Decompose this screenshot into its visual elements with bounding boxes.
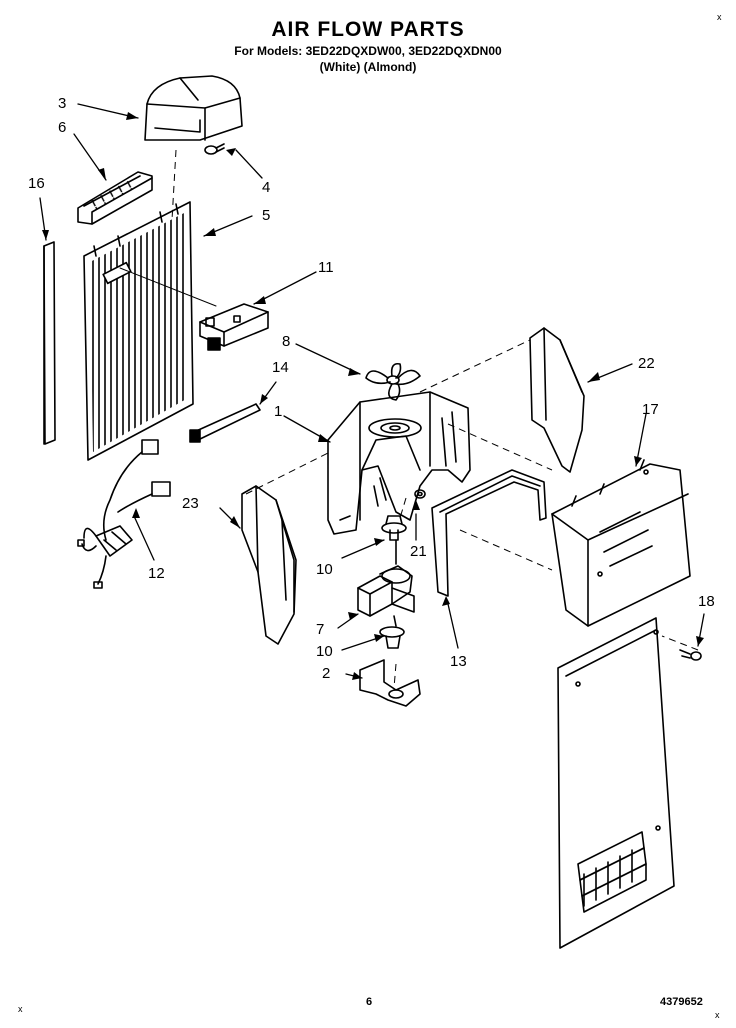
document-number: 4379652: [660, 996, 703, 1008]
part-16-gasket-strip: [43, 241, 56, 445]
part-23-side-duct: [241, 485, 297, 645]
part-6-grille: [77, 171, 153, 225]
part-17-air-channel: [551, 459, 691, 627]
part-10-motor-mount-lower: [379, 626, 405, 649]
callout-6: 6: [58, 119, 66, 136]
part-7-fan-motor: [357, 539, 415, 627]
callout-10-upper: 10: [316, 561, 333, 578]
callout-12: 12: [148, 565, 165, 582]
alignment-lines: [171, 149, 699, 689]
callout-11: 11: [318, 259, 334, 276]
callout-22: 22: [638, 355, 655, 372]
corner-mark-bottom-left: x: [18, 1004, 23, 1014]
callout-labels: 3 6 4 16 5 11 8 14 1 23 12 10 21 13 7 10…: [28, 95, 715, 682]
arrowheads: [42, 112, 704, 680]
models-line: For Models: 3ED22DQXDW00, 3ED22DQXDN00: [234, 44, 502, 58]
page-number: 6: [366, 996, 373, 1008]
callout-5: 5: [262, 207, 270, 224]
callout-7: 7: [316, 621, 324, 638]
part-8-fan-blade: [365, 362, 421, 401]
callout-21: 21: [410, 543, 427, 560]
callout-8: 8: [282, 333, 290, 350]
callout-16: 16: [28, 175, 45, 192]
part-12-wire-harness: [77, 439, 171, 589]
callout-18: 18: [698, 593, 715, 610]
part-1-fan-housing: [327, 391, 471, 535]
callout-4: 4: [262, 179, 270, 196]
callout-1: 1: [274, 403, 282, 420]
callout-14: 14: [272, 359, 289, 376]
callout-10-lower: 10: [316, 643, 333, 660]
part-3-upper-duct: [144, 75, 243, 141]
callout-2: 2: [322, 665, 330, 682]
part-10-motor-mount-upper: [381, 515, 407, 541]
part-11-damper: [199, 303, 269, 351]
part-2-motor-bracket: [359, 659, 421, 707]
corner-mark-bottom-right: x: [715, 1010, 720, 1020]
part-5-evaporator-cover: [83, 201, 217, 461]
part-4-screw: [204, 143, 225, 155]
callout-3: 3: [58, 95, 66, 112]
part-13-seal: [431, 469, 547, 597]
part-18-screw: [679, 649, 702, 661]
callout-13: 13: [450, 653, 467, 670]
part-14-thermistor: [189, 403, 261, 443]
part-21-grommet: [414, 489, 426, 499]
corner-mark-top-right: x: [717, 12, 722, 22]
rear-duct-panel: [557, 617, 675, 949]
callout-17: 17: [642, 401, 659, 418]
part-22-side-duct: [529, 327, 585, 473]
callout-23: 23: [182, 495, 199, 512]
page-title: AIR FLOW PARTS: [271, 18, 465, 41]
colors-line: (White) (Almond): [319, 60, 417, 74]
